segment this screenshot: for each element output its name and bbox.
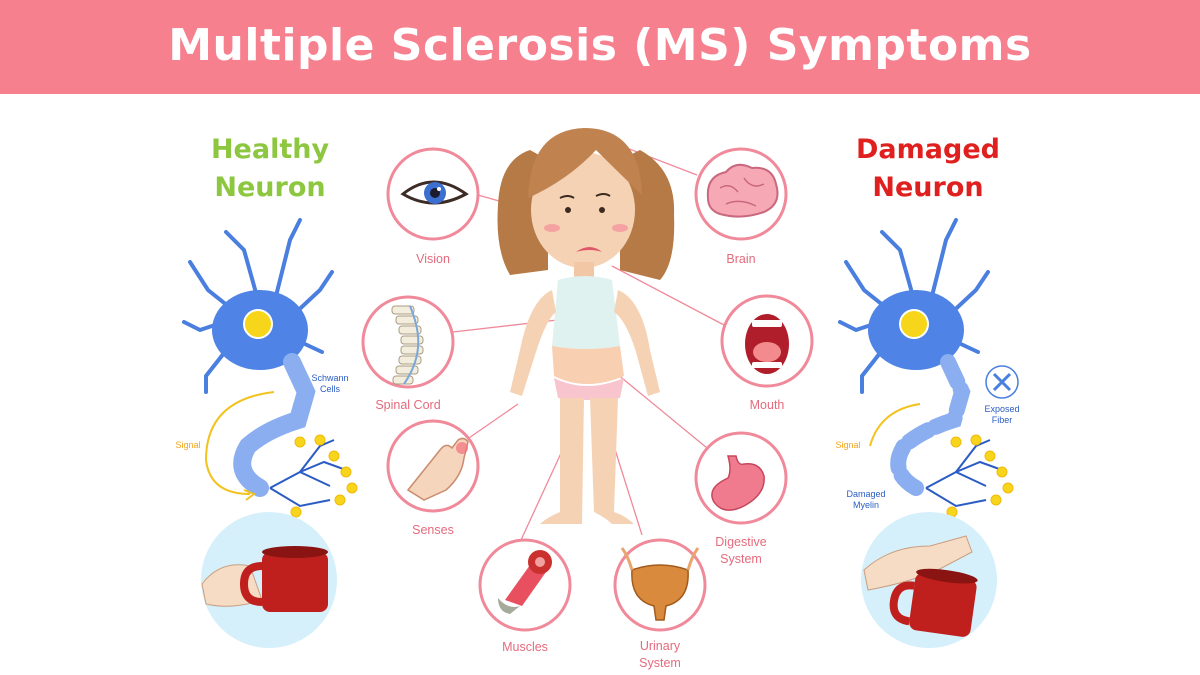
eye-icon [400, 180, 469, 205]
schwann-cells-label: Schwann Cells [304, 373, 356, 395]
senses-label: Senses [412, 523, 454, 537]
page-title: Multiple Sclerosis (MS) Symptoms [168, 20, 1032, 71]
hand-icon [406, 437, 469, 501]
exposed-fiber-label: Exposed Fiber [976, 404, 1028, 426]
digestive-label-line-2: System [720, 552, 762, 566]
damaged-heading-line-2: Neuron [872, 172, 984, 203]
schwann-label-line-1: Schwann [311, 373, 349, 383]
digestive-label-line-1: Digestive [715, 535, 767, 549]
bladder-icon [620, 547, 700, 621]
brain-label: Brain [726, 252, 756, 266]
myelin-label-line-2: Myelin [852, 500, 879, 510]
schwann-label-line-2: Cells [319, 384, 340, 394]
urinary-label-line-2: System [639, 656, 681, 670]
urinary-label-line-1: Urinary [639, 639, 681, 653]
digestive-system-label: Digestive System [691, 534, 791, 568]
damaged-myelin-label: Damaged Myelin [838, 489, 894, 511]
girl-figure [497, 128, 675, 524]
damaged-heading-line-1: Damaged [856, 134, 1000, 165]
damaged-neuron [838, 218, 1019, 518]
urinary-system-label: Urinary System [610, 638, 710, 672]
healthy-neuron-heading: Healthy Neuron [170, 131, 370, 207]
title-banner [0, 0, 1200, 94]
damaged-neuron-heading: Damaged Neuron [828, 131, 1028, 207]
spine-icon [391, 305, 424, 385]
vision-label: Vision [416, 252, 450, 266]
muscles-label: Muscles [502, 640, 548, 654]
exposed-label-line-1: Exposed [984, 404, 1020, 414]
stomach-icon [711, 455, 765, 511]
muscle-icon [498, 550, 552, 614]
brain-icon [706, 163, 779, 218]
healthy-mug-scene [201, 512, 337, 648]
healthy-heading-line-2: Neuron [214, 172, 326, 203]
damaged-signal-label: Signal [835, 440, 861, 450]
damaged-mug-scene [861, 512, 997, 648]
spinal-cord-label: Spinal Cord [375, 398, 441, 412]
mouth-label: Mouth [749, 398, 785, 412]
healthy-neuron [182, 218, 358, 518]
healthy-heading-line-1: Healthy [210, 134, 330, 165]
mouth-icon [745, 314, 789, 374]
myelin-label-line-1: Damaged [846, 489, 886, 499]
healthy-signal-label: Signal [175, 440, 201, 450]
exposed-label-line-2: Fiber [991, 415, 1013, 425]
